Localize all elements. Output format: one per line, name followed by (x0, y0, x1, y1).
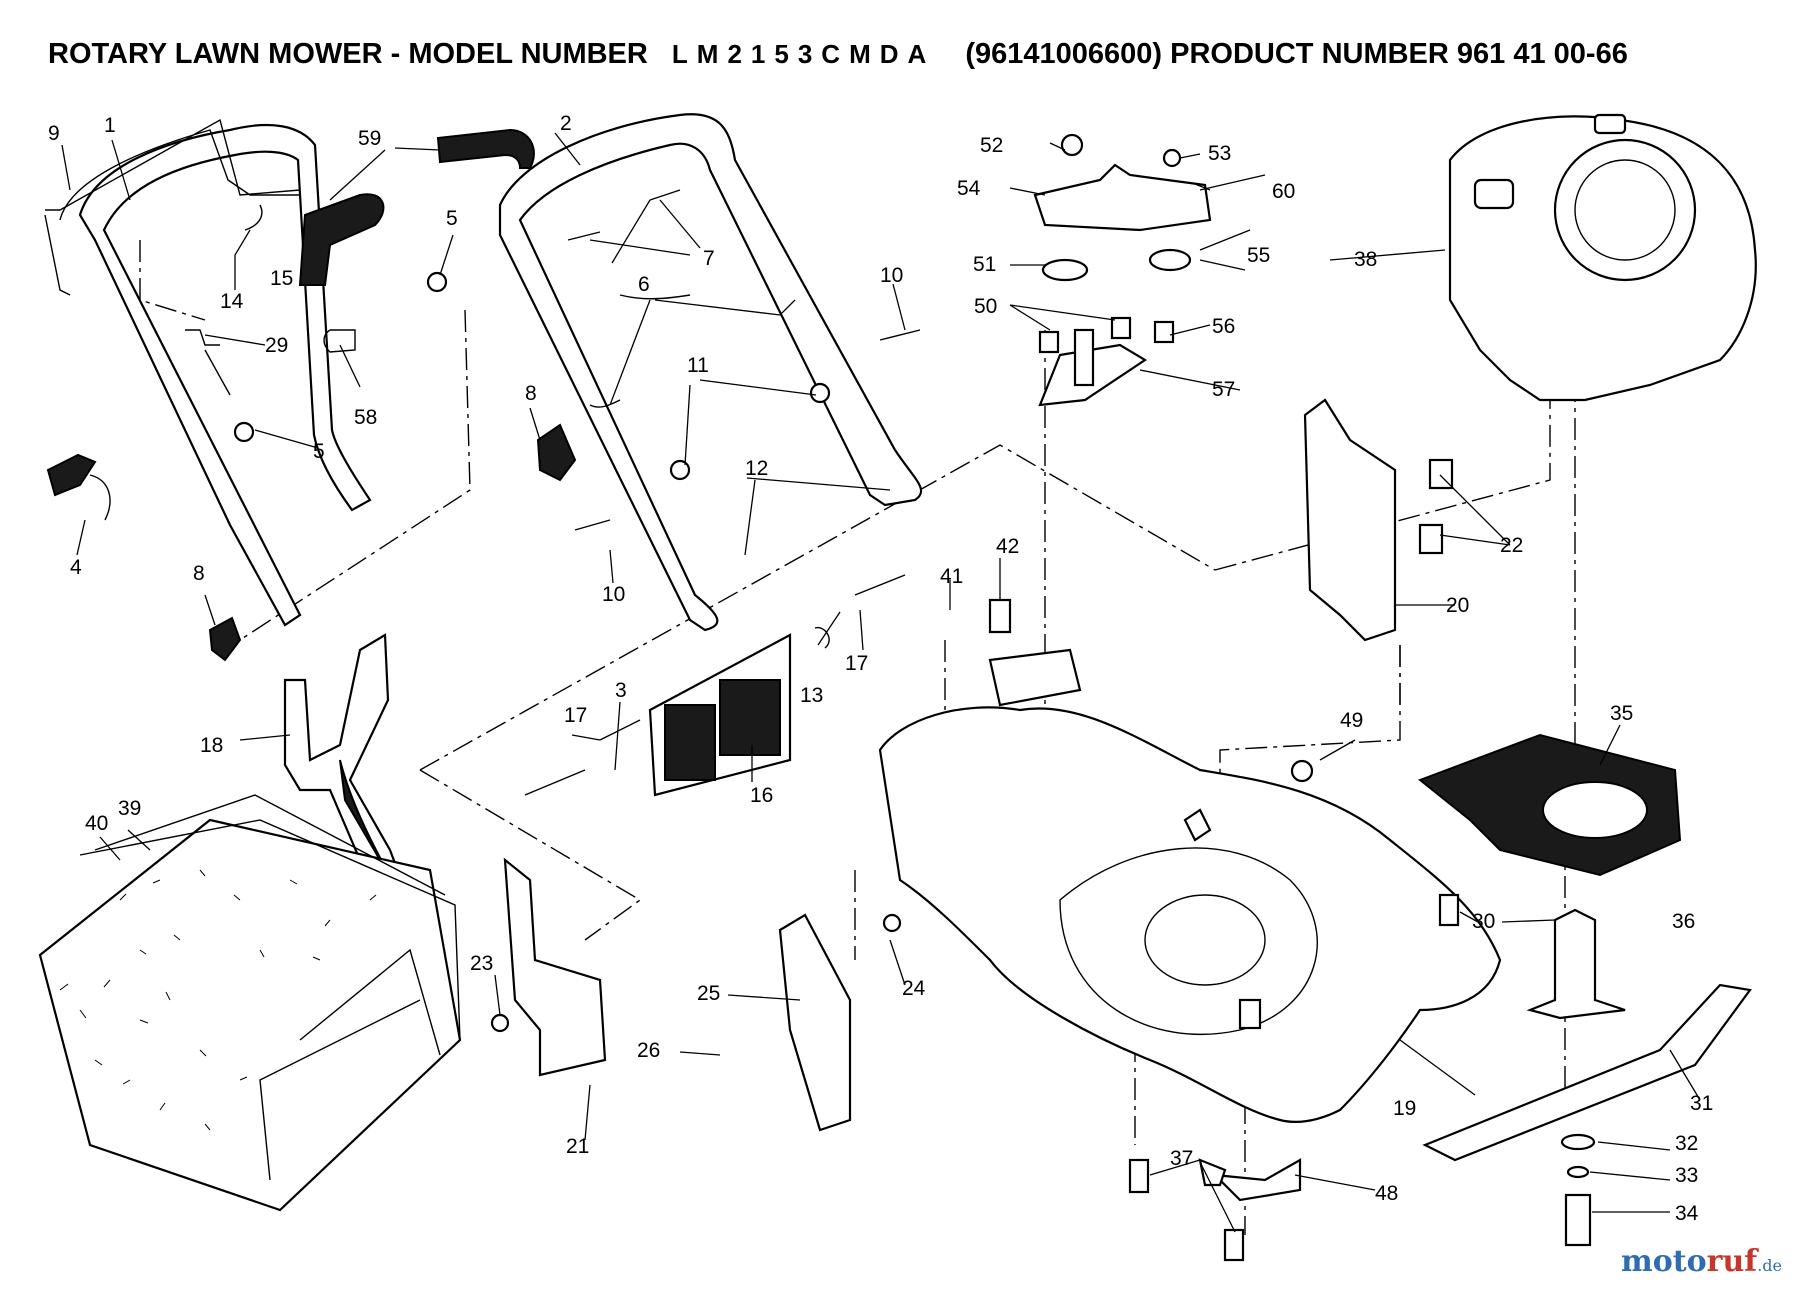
callout-21: 21 (566, 1135, 589, 1158)
mower-deck (878, 648, 1502, 1124)
right-height-bracket (1303, 398, 1397, 642)
callout-10a: 10 (880, 264, 903, 287)
callout-41: 41 (940, 565, 963, 588)
callout-15: 15 (270, 267, 293, 290)
callout-40: 40 (85, 812, 108, 835)
callout-19: 19 (1393, 1097, 1416, 1120)
handle-hardware (46, 189, 921, 662)
callout-8b: 8 (193, 562, 205, 585)
engine (1448, 113, 1757, 402)
callout-14: 14 (220, 290, 244, 313)
callout-16: 16 (750, 784, 773, 807)
callout-23: 23 (470, 952, 493, 975)
callout-5a: 5 (446, 207, 458, 230)
callout-11: 11 (687, 354, 709, 377)
callout-18: 18 (200, 734, 223, 757)
callout-48: 48 (1375, 1182, 1398, 1205)
callout-3: 3 (615, 679, 627, 702)
drive-pulley-assembly (1033, 133, 1266, 407)
callout-26: 26 (637, 1039, 660, 1062)
control-bar (44, 118, 301, 296)
handle-grip-tube (298, 128, 535, 286)
grass-catcher (38, 794, 462, 1212)
callout-59: 59 (358, 127, 381, 150)
callout-36: 36 (1672, 910, 1695, 933)
callout-24: 24 (902, 977, 926, 1000)
watermark-logo: motoruf.de (1621, 1244, 1782, 1279)
callout-49: 49 (1340, 709, 1363, 732)
callout-7: 7 (703, 247, 715, 270)
blade-assembly (1422, 908, 1752, 1247)
callout-9: 9 (48, 122, 60, 145)
callout-57: 57 (1212, 378, 1235, 401)
callout-51: 51 (973, 253, 996, 276)
lower-handle-left (59, 123, 372, 627)
leader-lines (61, 132, 1701, 1233)
rear-flap (524, 574, 906, 797)
title-prefix: ROTARY LAWN MOWER - MODEL NUMBER (48, 38, 648, 70)
callout-10b: 10 (602, 583, 625, 606)
model-number: LM2153CMDA (671, 39, 936, 69)
upper-handle (498, 113, 923, 632)
callout-50: 50 (974, 295, 997, 318)
callout-31: 31 (1690, 1092, 1713, 1115)
callout-1: 1 (104, 114, 116, 137)
callout-56: 56 (1212, 315, 1235, 338)
callout-13: 13 (800, 684, 823, 707)
callout-17b: 17 (564, 704, 587, 727)
callout-33: 33 (1675, 1164, 1698, 1187)
callout-38: 38 (1354, 248, 1377, 271)
callout-37: 37 (1170, 1147, 1193, 1170)
callout-8a: 8 (525, 382, 537, 405)
callout-55: 55 (1247, 244, 1270, 267)
callout-54: 54 (957, 177, 981, 200)
callout-34: 34 (1675, 1202, 1699, 1225)
callout-30: 30 (1472, 910, 1495, 933)
callout-39: 39 (118, 797, 141, 820)
callout-42: 42 (996, 535, 1019, 558)
callout-53: 53 (1208, 142, 1231, 165)
callout-17a: 17 (845, 652, 868, 675)
title-suffix: (96141006600) PRODUCT NUMBER 961 41 00-6… (965, 38, 1628, 70)
callout-22: 22 (1500, 534, 1523, 557)
diagram-title: ROTARY LAWN MOWER - MODEL NUMBER LM2153C… (48, 38, 1768, 78)
bolts (882, 316, 1460, 1262)
callout-58: 58 (354, 406, 377, 429)
callout-25: 25 (697, 982, 720, 1005)
callout-20: 20 (1446, 594, 1469, 617)
callout-12: 12 (745, 457, 768, 480)
callout-labels: 9 1 59 2 5 14 15 29 58 5 4 8 7 6 10 11 1… (48, 112, 1713, 1225)
callout-60: 60 (1272, 180, 1295, 203)
callout-52: 52 (980, 134, 1003, 157)
callout-4: 4 (70, 556, 82, 579)
mulching-baffle (1418, 733, 1682, 877)
callout-5b: 5 (313, 440, 325, 463)
callout-29: 29 (265, 334, 288, 357)
left-height-bracket (490, 857, 852, 1132)
callout-6: 6 (638, 273, 650, 296)
callout-35: 35 (1610, 702, 1633, 725)
callout-32: 32 (1675, 1132, 1698, 1155)
callout-2: 2 (560, 112, 572, 135)
